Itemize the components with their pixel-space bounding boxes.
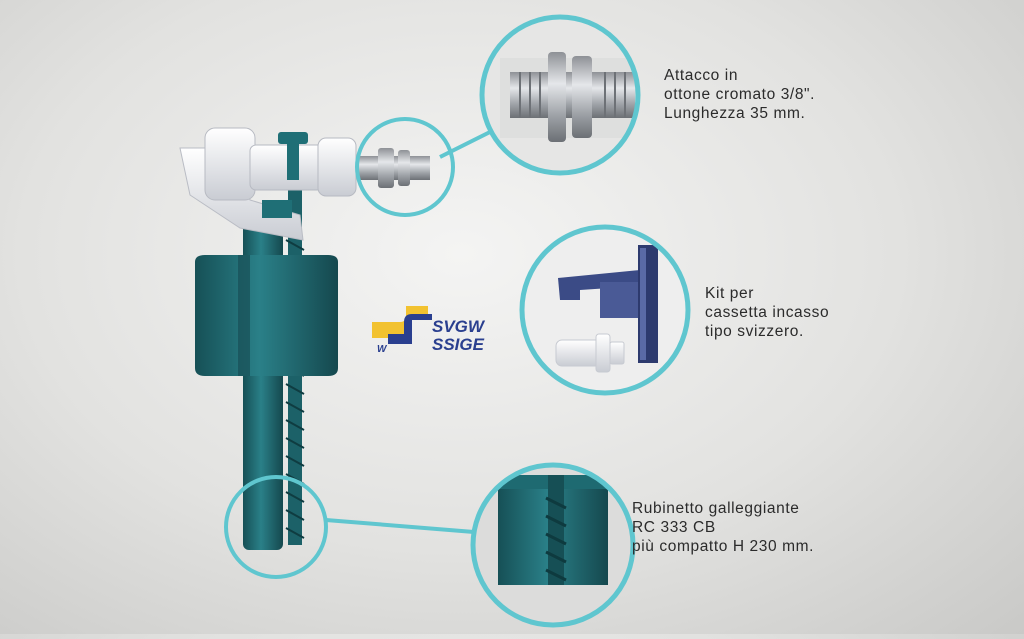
tube-ring (224, 475, 328, 579)
caption-rubinetto-line1: Rubinetto galleggiante (632, 500, 800, 517)
callout-connector-bottom (325, 518, 475, 534)
float-valve (179, 127, 357, 550)
caption-kit-line3: tipo svizzero. (705, 323, 804, 340)
caption-rubinetto: Rubinetto galleggiante RC 333 CB più com… (632, 499, 814, 556)
svgw-logo: W SVGW SSIGE (372, 306, 486, 355)
callout-circle-kit (519, 224, 691, 396)
caption-rubinetto-line3: più compatto H 230 mm. (632, 538, 815, 555)
chrome-connector-small (358, 148, 430, 188)
caption-attacco-line1: Attacco in (664, 67, 739, 84)
logo-text-2: SSIGE (432, 335, 485, 354)
caption-kit-line1: Kit per (705, 285, 754, 302)
caption-attacco-line2: ottone cromato 3/8". (664, 86, 816, 103)
logo-text-1: SVGW (432, 317, 486, 336)
caption-rubinetto-line2: RC 333 CB (632, 519, 716, 536)
logo-mark: W (377, 344, 388, 355)
caption-kit-line2: cassetta incasso (705, 304, 830, 321)
callout-circle-attacco (479, 14, 641, 176)
caption-attacco-line3: Lunghezza 35 mm. (664, 105, 806, 122)
caption-attacco: Attacco in ottone cromato 3/8". Lunghezz… (664, 66, 815, 123)
caption-kit: Kit per cassetta incasso tipo svizzero. (705, 284, 829, 341)
callout-circle-rubinetto (470, 462, 636, 628)
small-ring (355, 117, 455, 217)
